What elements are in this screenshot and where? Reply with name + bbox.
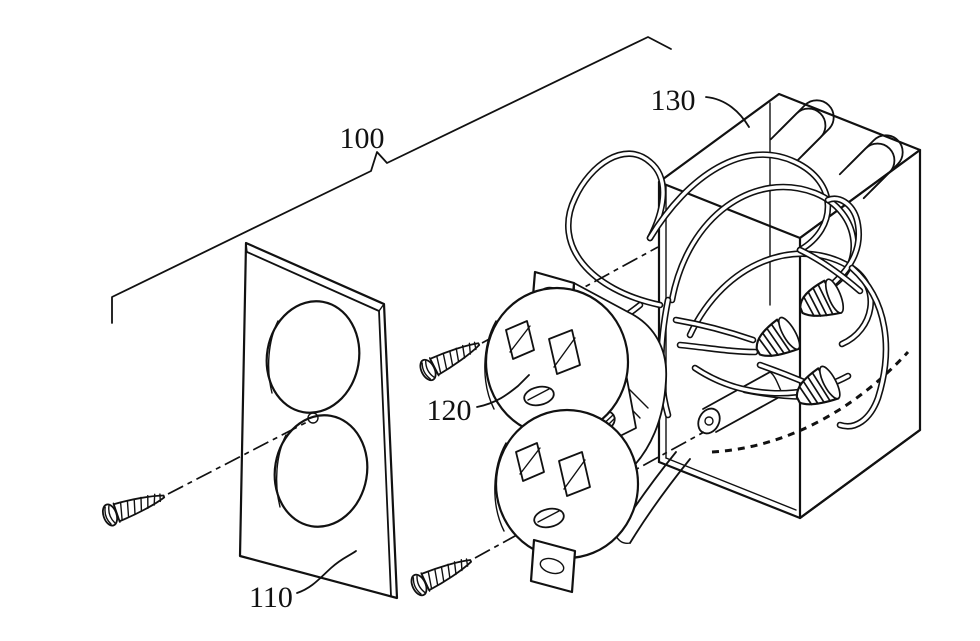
lower-outlet-opening [273, 414, 369, 528]
ground-hole [533, 507, 565, 529]
screw-lower-middle [410, 558, 472, 597]
axis-plate-screw [167, 420, 310, 495]
box-front-bottom-inner-edge [665, 457, 797, 511]
junction-box [565, 92, 922, 545]
wire-nut [795, 365, 841, 406]
lower-outlet-face [494, 408, 640, 560]
leader-130 [705, 96, 750, 128]
mounting-screws [101, 341, 481, 597]
lower-opening-inner-edge [275, 434, 287, 508]
hot-slot [548, 329, 581, 375]
leader-110 [296, 550, 357, 594]
neutral-slot [515, 442, 545, 482]
wire-nut [799, 278, 845, 317]
wall-plate-outline [238, 241, 399, 600]
neutral-slot [505, 320, 535, 360]
cable-knockout-notch [769, 99, 835, 165]
leader-120 [476, 374, 530, 408]
duplex-receptacle [484, 270, 668, 594]
plate-screw-hole [307, 412, 319, 424]
bottom-mounting-tab [529, 538, 577, 594]
wire-nut [755, 316, 801, 357]
screw-lower-left [101, 493, 166, 527]
upper-outlet-opening [265, 300, 361, 414]
screw-upper-middle [419, 341, 481, 382]
label-130: 130 [651, 84, 696, 117]
cable-knockout-notch [838, 134, 904, 200]
label-120: 120 [427, 394, 472, 427]
ground-hole [523, 385, 555, 407]
wall-plate [238, 241, 399, 600]
box-inner-rim-hatching [711, 350, 910, 454]
hot-slot [558, 451, 591, 497]
romex-cable-boss [697, 371, 784, 435]
label-100: 100 [340, 122, 385, 155]
assembly-bracket-line [111, 36, 672, 324]
wall-plate-bevel [245, 242, 385, 312]
upper-opening-inner-edge [267, 320, 279, 394]
label-110: 110 [249, 581, 293, 614]
annotations: 100 110 120 130 [111, 36, 750, 614]
